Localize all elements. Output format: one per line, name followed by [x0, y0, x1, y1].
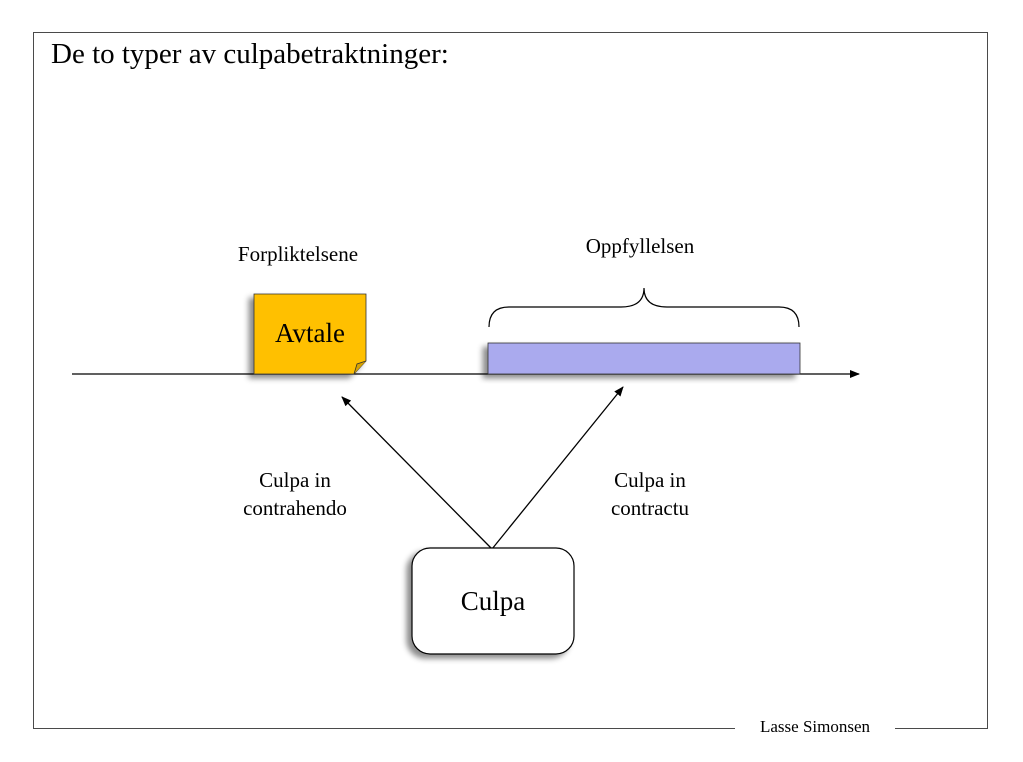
- culpa-label: Culpa: [460, 585, 526, 616]
- avtale-note: [253, 293, 367, 375]
- contrahendo-line2: contrahendo: [243, 496, 347, 520]
- frame-right: [987, 32, 988, 729]
- frame-bottom: [33, 728, 988, 729]
- contractu-line2: contractu: [610, 496, 690, 520]
- contrahendo-line1: Culpa in: [259, 468, 331, 492]
- frame-left: [33, 32, 34, 729]
- slide-title: De to typer av culpabetraktninger:: [51, 38, 449, 70]
- culpa-box: [411, 547, 575, 655]
- arrow-contrahendo: [341, 396, 493, 550]
- contractu-line1: Culpa in: [614, 468, 686, 492]
- oppfyllelsen-brace: [488, 287, 800, 328]
- avtale-label: Avtale: [275, 317, 345, 348]
- arrow-contractu: [491, 386, 624, 550]
- forpliktelsene-label: Forpliktelsene: [237, 242, 359, 266]
- culpa-in-contractu-label: Culpa in contractu: [590, 466, 710, 522]
- culpa-in-contrahendo-label: Culpa in contrahendo: [220, 466, 370, 522]
- frame-top: [33, 32, 988, 33]
- oppfyllelsen-label: Oppfyllelsen: [585, 234, 695, 258]
- footer-author: Lasse Simonsen: [735, 717, 895, 737]
- oppfyllelsen-bar: [487, 342, 801, 375]
